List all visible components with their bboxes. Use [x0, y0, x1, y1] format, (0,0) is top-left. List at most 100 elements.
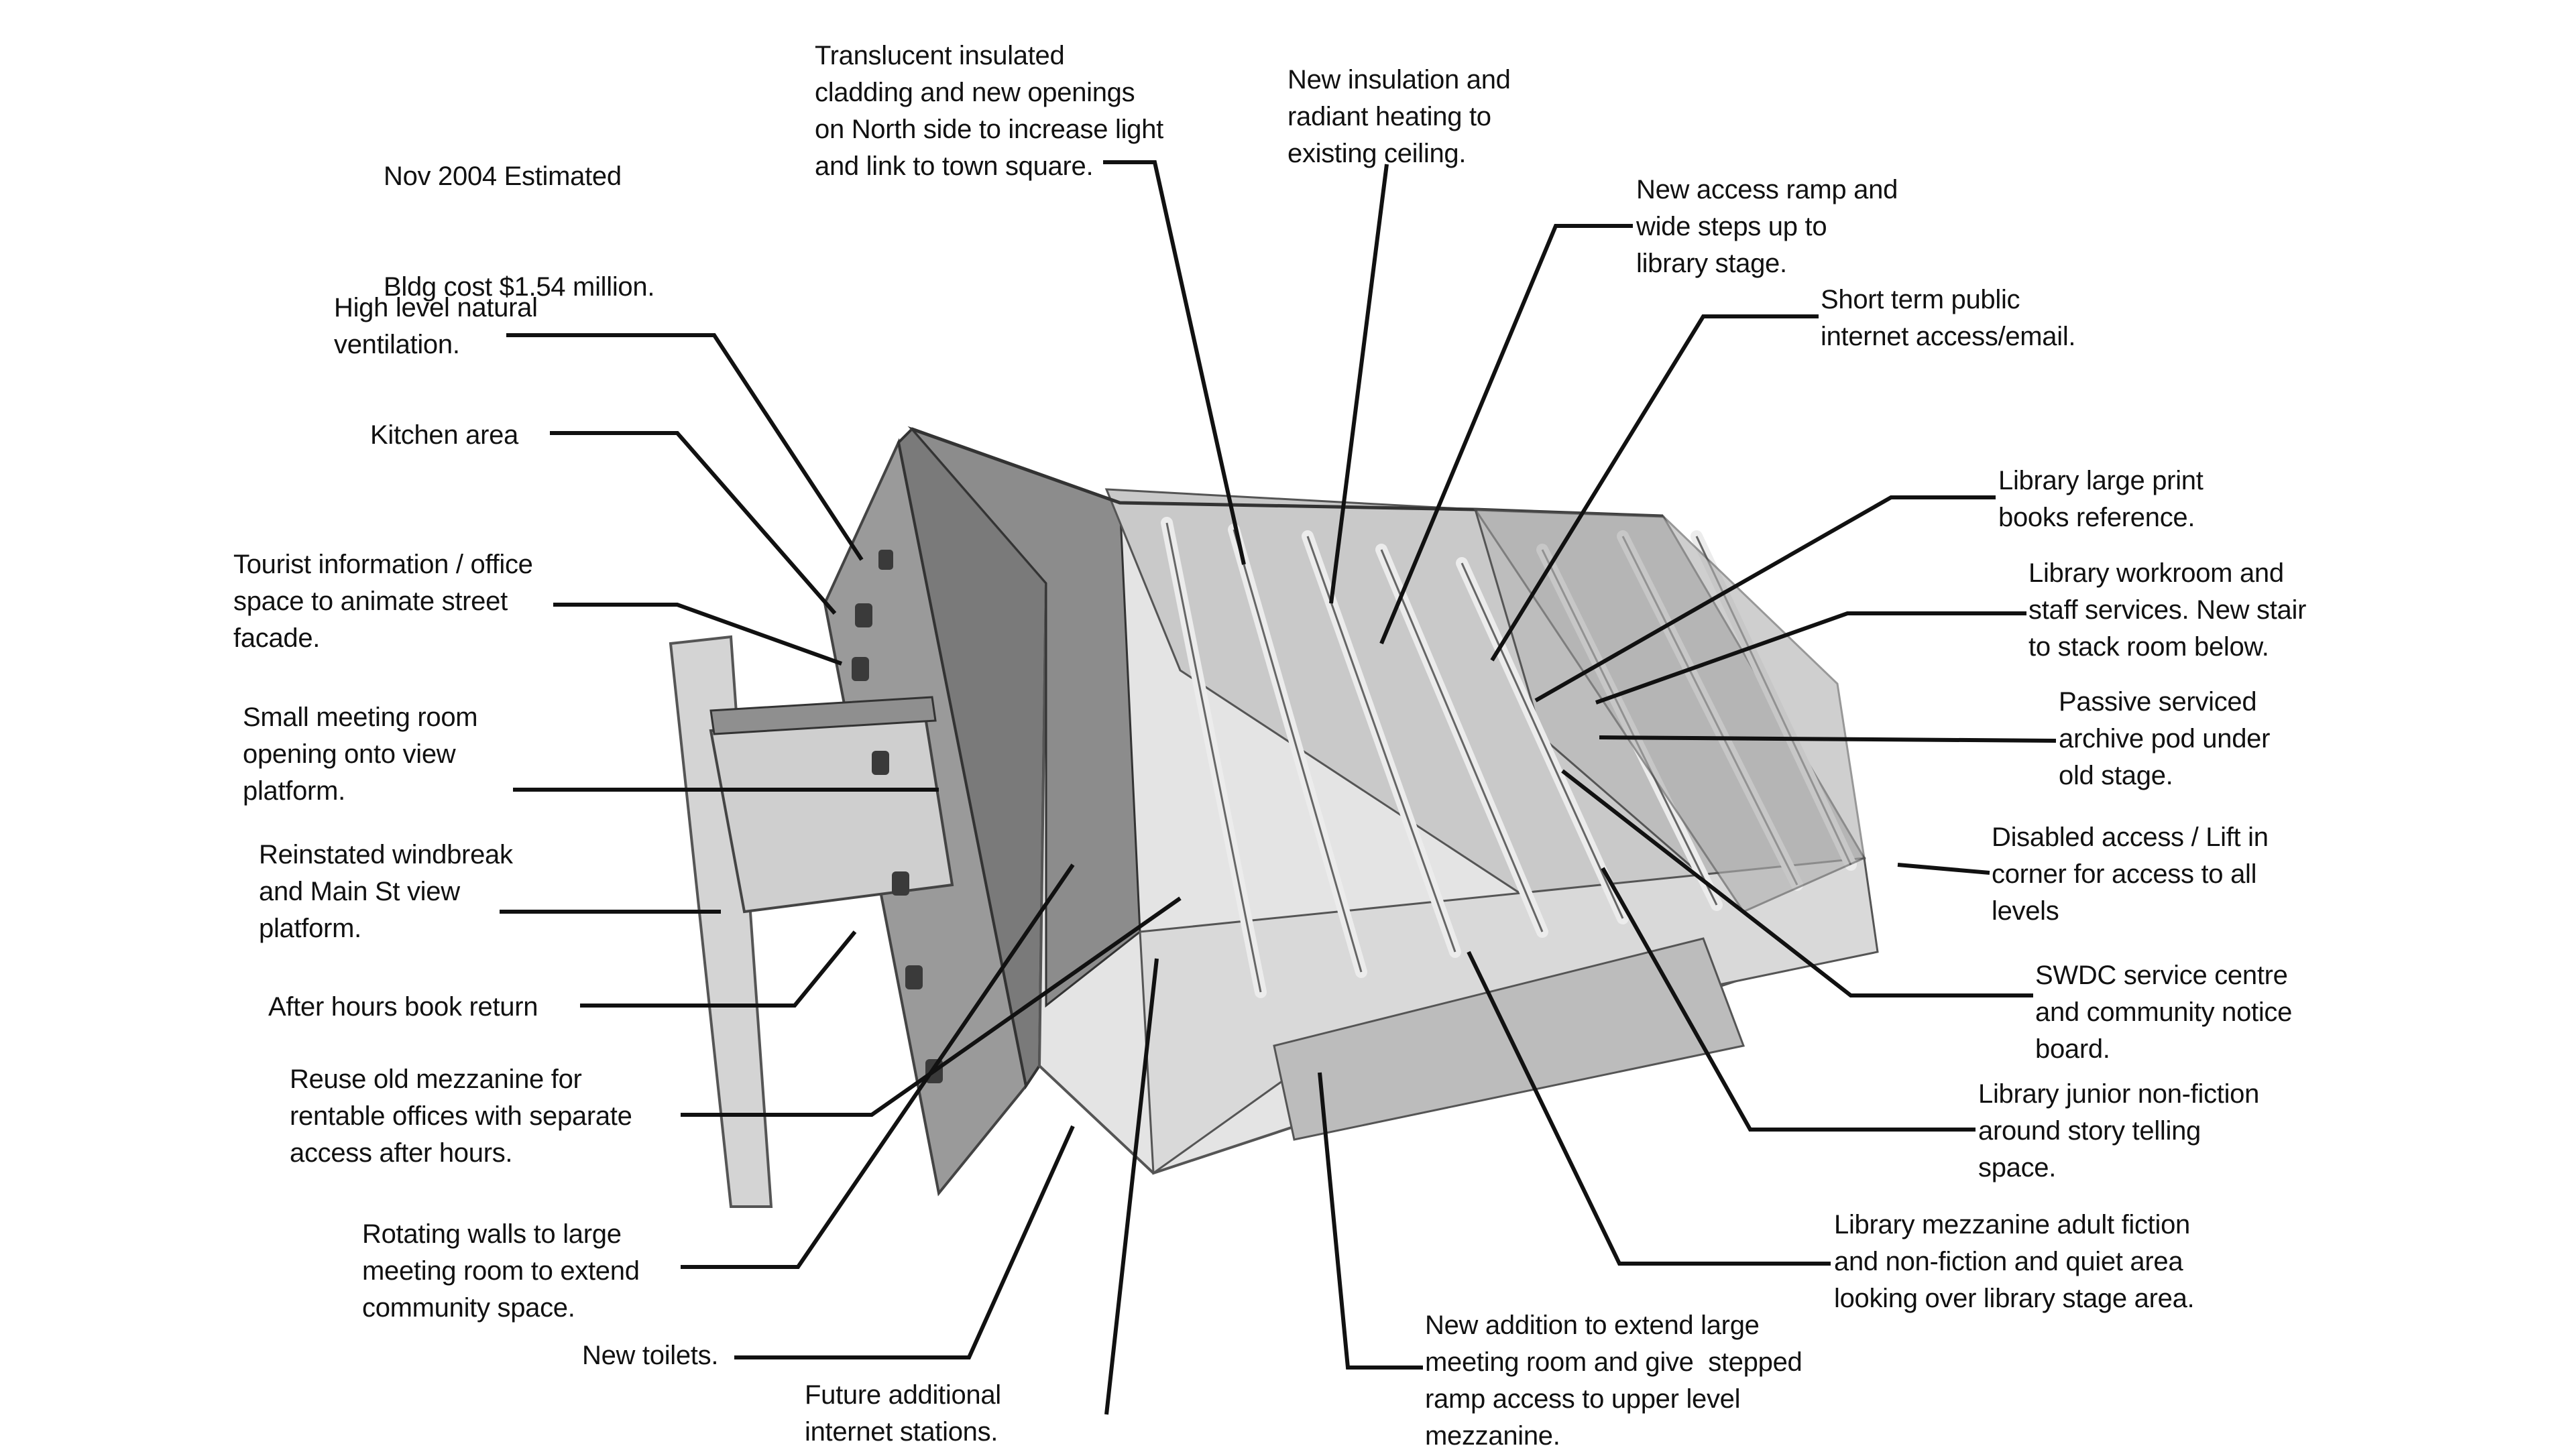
callout-internet-stations: Future additional internet stations.: [805, 1377, 1001, 1451]
leader-line-mezzanine-fiction: [1467, 951, 1831, 1266]
callout-line: Future additional: [805, 1380, 1001, 1410]
leader-line-archive-pod: [1599, 735, 2057, 743]
callout-line: and link to town square.: [815, 151, 1094, 181]
callout-line: staff services. New stair: [2028, 595, 2307, 625]
leader-lines: [500, 160, 2057, 1415]
leader-line-internet-stations: [1104, 958, 1159, 1415]
callout-line: cladding and new openings: [815, 78, 1135, 107]
callout-reuse-mezzanine: Reuse old mezzanine for rentable offices …: [290, 1061, 632, 1172]
callout-line: Reinstated windbreak: [259, 840, 513, 869]
callout-insulation-heating: New insulation and radiant heating to exis…: [1288, 62, 1511, 172]
callout-disabled-access: Disabled access / Lift in corner for acce…: [1992, 819, 2269, 930]
callout-line: Translucent insulated: [815, 41, 1065, 70]
callout-line: board.: [2035, 1034, 2110, 1064]
leader-line-large-print: [1534, 495, 1996, 703]
leader-line-workroom: [1595, 611, 2026, 705]
callout-line: looking over library stage area.: [1834, 1284, 2195, 1313]
callout-line: levels: [1992, 896, 2059, 926]
callout-line: space.: [1978, 1153, 2057, 1182]
callout-line: New insulation and: [1288, 65, 1511, 95]
callout-line: New access ramp and: [1636, 175, 1898, 204]
callout-line: radiant heating to: [1288, 102, 1491, 131]
callout-line: ventilation.: [334, 330, 460, 359]
callout-ventilation: High level natural ventilation.: [334, 290, 538, 363]
callout-line: High level natural: [334, 293, 538, 322]
callout-translucent-cladding: Translucent insulated cladding and new op…: [815, 38, 1163, 185]
callout-line: Short term public: [1821, 285, 2020, 314]
callout-line: access after hours.: [290, 1138, 513, 1168]
callout-line: New toilets.: [582, 1341, 719, 1370]
callout-large-print: Library large print books reference.: [1998, 463, 2204, 536]
leader-line-insulation-heating: [1329, 164, 1389, 604]
callout-line: Library mezzanine adult fiction: [1834, 1210, 2190, 1239]
callout-mezzanine-fiction: Library mezzanine adult fiction and non-f…: [1834, 1207, 2195, 1317]
callout-internet-access: Short term public internet access/email.: [1821, 282, 2076, 355]
callout-line: platform.: [259, 914, 361, 943]
leader-line-book-return: [580, 930, 857, 1008]
callout-line: meeting room to extend: [362, 1256, 640, 1286]
leader-line-internet-access: [1490, 314, 1819, 662]
callout-line: to stack room below.: [2028, 632, 2269, 662]
callout-line: community space.: [362, 1293, 575, 1323]
callout-line: and community notice: [2035, 997, 2293, 1027]
callout-line: on North side to increase light: [815, 115, 1163, 144]
callout-line: Tourist information / office: [233, 550, 533, 579]
callout-kitchen: Kitchen area: [370, 417, 518, 454]
view-platform: [709, 715, 954, 914]
callout-line: Reuse old mezzanine for: [290, 1065, 582, 1094]
callout-line: internet stations.: [805, 1417, 998, 1447]
callout-line: and non-fiction and quiet area: [1834, 1247, 2183, 1276]
callout-new-addition: New addition to extend large meeting room…: [1425, 1307, 1802, 1455]
leader-line-swdc-centre: [1561, 769, 2033, 997]
callout-line: rentable offices with separate: [290, 1101, 632, 1131]
cost-note-line: Bldg cost $1.54 million.: [384, 272, 655, 302]
callout-line: After hours book return: [268, 992, 538, 1022]
right-end-walls: [1473, 508, 1866, 913]
callout-line: corner for access to all: [1992, 859, 2257, 889]
leader-line-new-toilets: [734, 1125, 1075, 1359]
callout-line: platform.: [243, 776, 345, 806]
callout-line: opening onto view: [243, 739, 456, 769]
leader-line-junior-nonfiction: [1601, 867, 1976, 1132]
callout-line: existing ceiling.: [1288, 139, 1467, 168]
callout-workroom: Library workroom and staff services. New …: [2028, 555, 2306, 666]
callout-line: Kitchen area: [370, 420, 518, 450]
callout-rotating-walls: Rotating walls to large meeting room to e…: [362, 1216, 640, 1327]
callout-swdc-centre: SWDC service centre and community notice b…: [2035, 957, 2292, 1068]
callout-line: Disabled access / Lift in: [1992, 823, 2269, 852]
callout-new-toilets: New toilets.: [582, 1337, 718, 1374]
callout-book-return: After hours book return: [268, 989, 538, 1026]
callout-line: around story telling: [1978, 1116, 2201, 1146]
leader-line-reuse-mezzanine: [681, 896, 1182, 1117]
leader-line-tourist-info: [553, 603, 843, 666]
cost-estimate-note: Nov 2004 Estimated Bldg cost $1.54 milli…: [384, 84, 654, 379]
callout-line: meeting room and give stepped: [1425, 1347, 1802, 1377]
callout-line: Rotating walls to large: [362, 1219, 622, 1249]
callout-line: Library workroom and: [2028, 558, 2284, 588]
platform-roof: [709, 696, 937, 735]
callout-line: ramp access to upper level: [1425, 1384, 1741, 1414]
front-facade-wall: [669, 635, 773, 1208]
callout-line: New addition to extend large: [1425, 1311, 1760, 1340]
callout-line: archive pod under: [2059, 724, 2271, 753]
callout-junior-nonfiction: Library junior non-fiction around story t…: [1978, 1076, 2259, 1187]
callout-line: library stage.: [1636, 249, 1787, 278]
callout-line: SWDC service centre: [2035, 961, 2288, 990]
callout-line: internet access/email.: [1821, 322, 2076, 351]
callout-line: mezzanine.: [1425, 1421, 1560, 1451]
leader-line-kitchen: [550, 431, 837, 615]
callout-line: books reference.: [1998, 503, 2195, 532]
callout-line: facade.: [233, 623, 321, 653]
callout-line: Library junior non-fiction: [1978, 1079, 2260, 1109]
callout-line: old stage.: [2059, 761, 2173, 790]
cost-note-line: Nov 2004 Estimated: [384, 162, 622, 191]
callout-line: Library large print: [1998, 466, 2204, 495]
leader-line-rotating-walls: [681, 863, 1075, 1269]
